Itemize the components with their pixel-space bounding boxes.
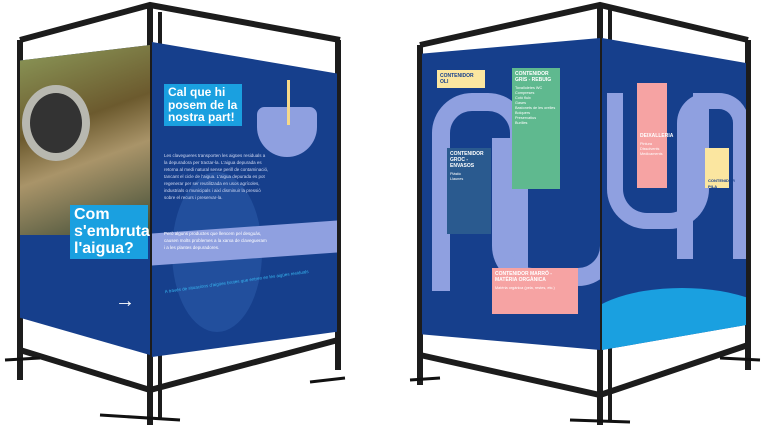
plunger-icon xyxy=(287,80,290,125)
pipe-path-4 xyxy=(677,93,746,259)
front-panel-title: Com s'embruta l'aigua? xyxy=(70,205,150,260)
arrow-icon: → xyxy=(115,290,135,312)
left-front-panel: Com s'embruta l'aigua? → xyxy=(20,45,150,355)
label-grey-container: CONTENIDOR GRIS - REBUIG Tovalloletes WC… xyxy=(512,68,560,189)
right-left-panel: CONTENIDOR OLI CONTENIDOR GRIS - REBUIG … xyxy=(422,38,600,350)
label-battery-container: CONTENIDOR PILA xyxy=(705,148,735,189)
side-panel-title: Cal que hi posem de la nostra part! xyxy=(164,84,242,126)
brown-items: Matèria orgànica (pela, restes, etc.) xyxy=(495,286,555,290)
pipe-shape xyxy=(22,85,90,161)
side-panel-body: Les clavegueres transporten les aigües r… xyxy=(164,153,269,200)
label-oil-container: CONTENIDOR OLI xyxy=(437,70,485,88)
band-text: Però alguns productes que llencem pel de… xyxy=(164,231,267,250)
left-side-panel: Cal que hi posem de la nostra part! Les … xyxy=(152,42,337,357)
label-brown-container: CONTENIDOR MARRÓ - MATÈRIA ORGÀNICA Matè… xyxy=(492,268,578,314)
